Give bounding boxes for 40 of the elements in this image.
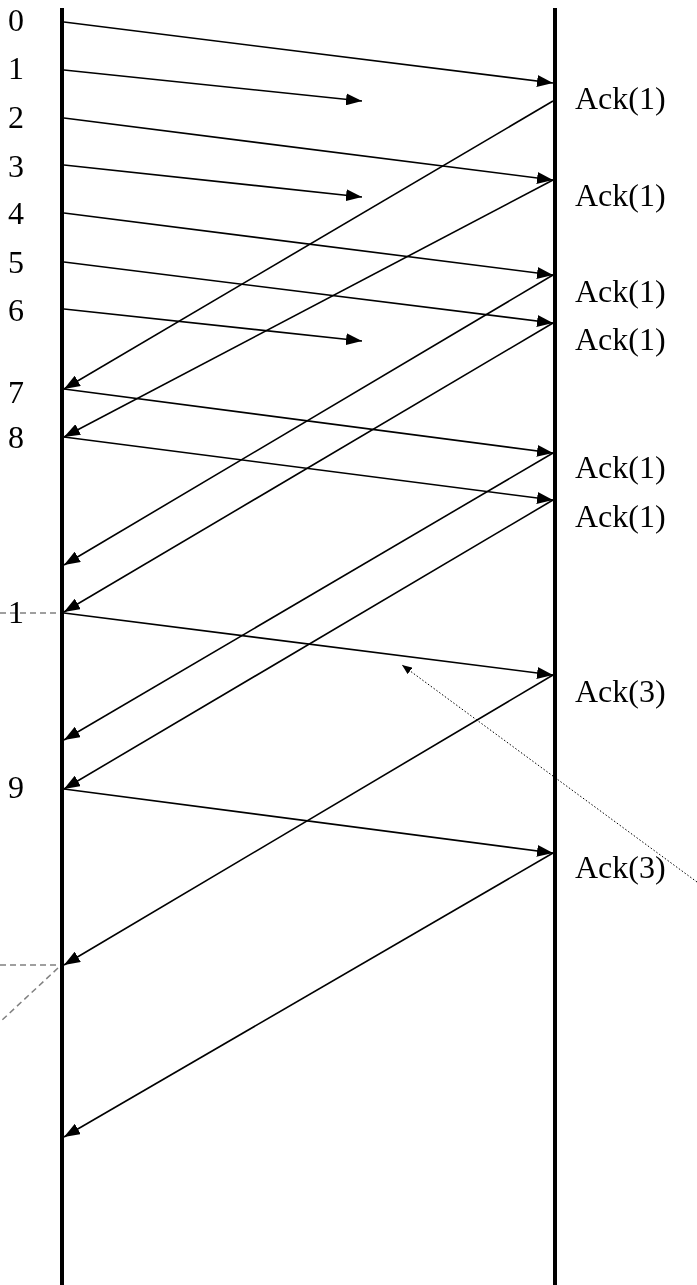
ack-label: Ack(1): [575, 451, 666, 483]
message-arrow: [63, 261, 554, 327]
message-arrow: [63, 164, 363, 202]
message-arrow: [63, 788, 554, 857]
sequence-number: 1: [8, 596, 24, 628]
message-arrow: [63, 852, 554, 1138]
sequence-number: 0: [8, 4, 24, 36]
lifeline: [60, 8, 64, 1285]
sequence-number: 5: [8, 246, 24, 278]
message-arrow: [63, 69, 363, 106]
ack-label: Ack(1): [575, 179, 666, 211]
message-arrow: [63, 388, 554, 457]
ack-label: Ack(3): [575, 675, 666, 707]
message-arrow: [63, 21, 554, 87]
sequence-number: 3: [8, 150, 24, 182]
message-arrow: [63, 436, 554, 504]
message-arrow: [63, 100, 554, 390]
sequence-number: 2: [8, 101, 24, 133]
message-arrow: [63, 274, 554, 566]
sequence-number: 1: [8, 52, 24, 84]
ack-label: Ack(1): [575, 275, 666, 307]
message-arrow: [63, 499, 554, 790]
message-arrow: [63, 117, 554, 184]
ack-label: Ack(1): [575, 323, 666, 355]
message-arrow: [63, 212, 554, 279]
message-arrow: [63, 612, 554, 679]
ack-label: Ack(1): [575, 500, 666, 532]
ack-label: Ack(3): [575, 851, 666, 883]
sequence-number: 8: [8, 421, 24, 453]
message-arrow: [63, 308, 363, 346]
message-arrow: [63, 674, 554, 966]
sequence-number: 7: [8, 376, 24, 408]
sequence-number: 6: [8, 294, 24, 326]
message-arrow: [63, 452, 554, 741]
lifeline: [553, 8, 557, 1285]
ack-label: Ack(1): [575, 82, 666, 114]
message-arrow: [63, 179, 554, 438]
sequence-number: 9: [8, 771, 24, 803]
sequence-number: 4: [8, 197, 24, 229]
message-arrow: [63, 322, 554, 613]
